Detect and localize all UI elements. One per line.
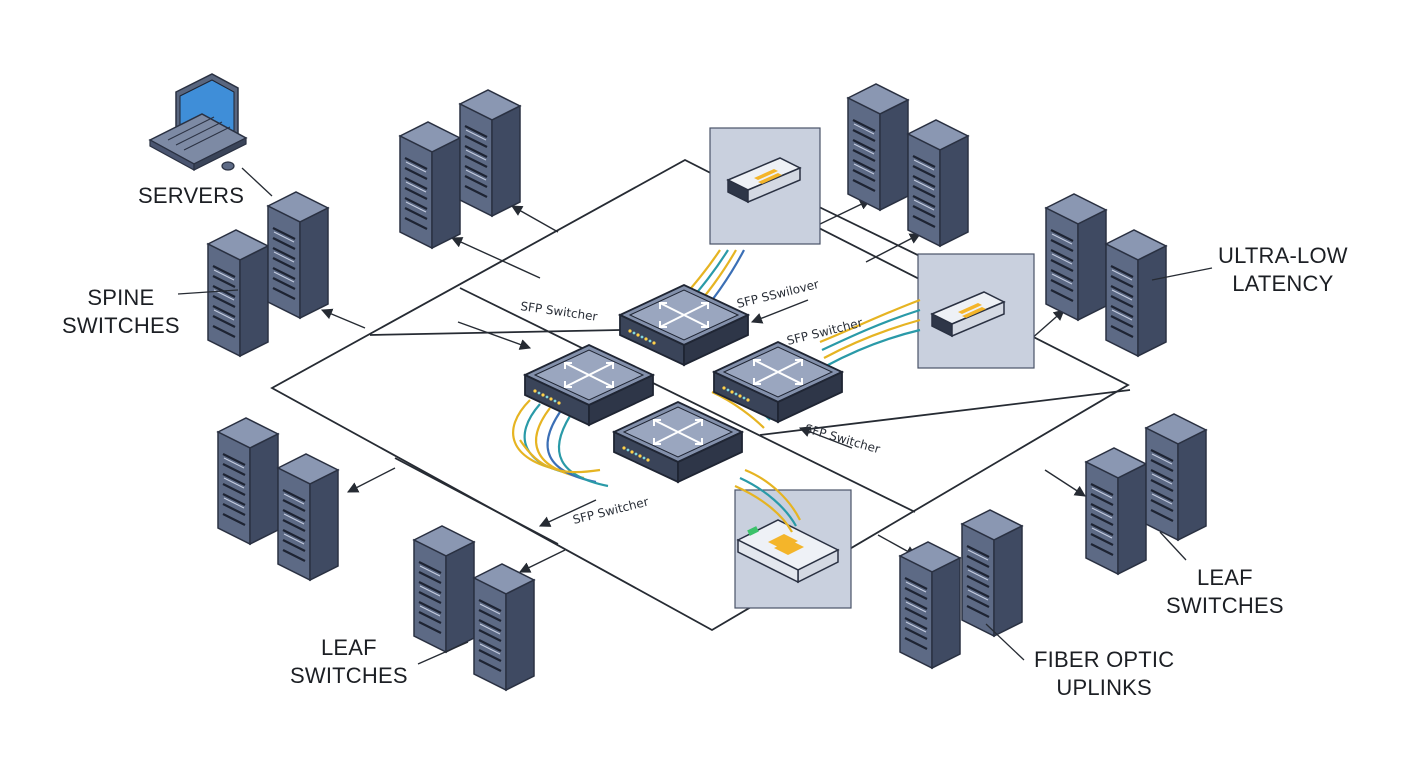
server-rack-group — [846, 82, 970, 248]
server-rack-icon — [412, 524, 476, 654]
servers-label: SERVERS — [138, 183, 245, 208]
mouse-icon — [221, 161, 235, 171]
switch-label: SFP SSwilover — [735, 277, 820, 311]
server-rack-group — [206, 190, 330, 358]
switch-label: SFP Switcher — [520, 299, 599, 324]
server-rack-group — [1084, 412, 1208, 576]
ultra-low-latency-label: ULTRA-LOW LATENCY — [1218, 243, 1348, 296]
fiber-optic-uplinks-label: FIBER OPTIC UPLINKS — [1034, 647, 1175, 700]
arrows — [320, 199, 1086, 573]
server-rack-group — [398, 88, 522, 250]
sfp-module-panel-bottom — [734, 489, 852, 609]
sfp-module-panel-top — [709, 127, 821, 245]
server-rack-icon — [216, 416, 280, 546]
network-switch-icon — [713, 341, 843, 423]
server-rack-group — [1044, 192, 1168, 358]
server-rack-icon — [1104, 228, 1168, 358]
network-switch-icon — [524, 344, 654, 426]
network-boundary — [270, 158, 1130, 632]
laptop-icon — [148, 73, 248, 172]
server-rack-icon — [276, 452, 340, 582]
server-rack-icon — [906, 118, 970, 248]
server-rack-icon — [458, 88, 522, 218]
server-rack-icon — [472, 562, 536, 692]
server-rack-group — [412, 524, 536, 692]
label-pointers — [177, 167, 1213, 665]
sfp-module-panel-right — [917, 253, 1035, 369]
switch-label: SFP Switcher — [803, 421, 881, 456]
network-switch-icon — [619, 284, 749, 366]
server-rack-icon — [898, 540, 962, 670]
server-rack-icon — [1084, 446, 1148, 576]
server-rack-icon — [266, 190, 330, 320]
server-rack-icon — [398, 120, 462, 250]
server-rack-icon — [1144, 412, 1208, 542]
server-rack-group — [898, 508, 1024, 670]
server-rack-group — [216, 416, 340, 582]
connection-lines — [369, 204, 1131, 545]
leaf-switches-label-left: LEAF SWITCHES — [290, 635, 408, 688]
switch-label: SFP Switcher — [571, 495, 650, 527]
server-rack-icon — [960, 508, 1024, 638]
leaf-switches-label-right: LEAF SWITCHES — [1166, 565, 1284, 618]
spine-switches-label: SPINE SWITCHES — [62, 285, 180, 338]
server-rack-icon — [1044, 192, 1108, 322]
network-switch-icon — [613, 401, 743, 483]
server-rack-icon — [846, 82, 910, 212]
server-rack-icon — [206, 228, 270, 358]
